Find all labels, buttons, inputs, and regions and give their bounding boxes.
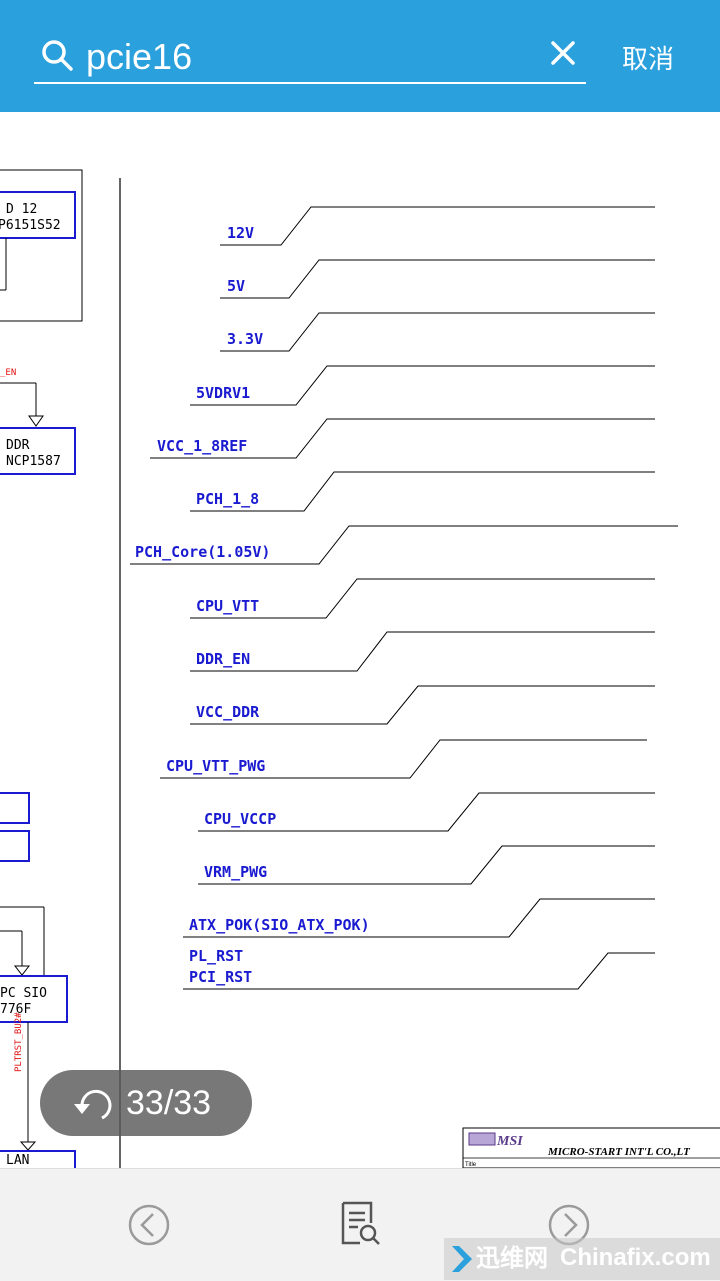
small-box-2 (0, 830, 30, 862)
close-icon[interactable] (548, 38, 578, 68)
pltrst-red-label: PLTRST_BU2# (14, 1012, 24, 1072)
watermark-arrow-icon (452, 1246, 472, 1272)
en-red-label: _EN (0, 368, 16, 378)
signal-label: 5VDRV1 (196, 384, 250, 402)
signal-leader-line (190, 578, 655, 619)
box2-line2: NCP1587 (6, 454, 61, 469)
search-toolbar: pcie16 取消 (0, 0, 720, 112)
signal-leader-line (198, 845, 655, 885)
vid-regulator-box (0, 191, 76, 239)
watermark: 迅维网 Chinafix.com (444, 1238, 720, 1280)
signal-leader-line (183, 898, 655, 938)
regulator-block-outline (0, 169, 83, 322)
signal-leader-line (160, 739, 647, 779)
box3-line2: 776F (0, 1002, 31, 1017)
signal-leader-line (150, 418, 655, 459)
search-input[interactable]: pcie16 (86, 36, 193, 77)
box2-line1: DDR (6, 438, 30, 453)
signal-leader-line (220, 206, 655, 246)
signal-label: CPU_VTT_PWG (166, 757, 265, 775)
signal-label: PCH_1_8 (196, 490, 259, 508)
document-page[interactable]: D 12 P6151S52 _EN DDR NCP1587 PC SIO 776… (0, 114, 720, 1168)
title-block (462, 1127, 720, 1168)
signal-label: PL_RST (189, 947, 243, 965)
signal-leader-line (190, 471, 655, 512)
chevron-left-icon[interactable] (127, 1203, 171, 1247)
signal-leader-line (190, 365, 655, 406)
signal-label: VCC_1_8REF (157, 437, 247, 455)
title-label: Title (465, 1162, 477, 1168)
company-name: MICRO-START INT'L CO.,LT (547, 1146, 691, 1158)
signal-label: CPU_VTT (196, 597, 259, 615)
signal-label: 3.3V (227, 330, 263, 348)
signal-label: VCC_DDR (196, 703, 260, 721)
signal-leader-line (190, 631, 655, 672)
search-field[interactable]: pcie16 (34, 30, 586, 84)
signal-label: PCH_Core(1.05V) (135, 543, 270, 561)
watermark-cn: 迅维网 (476, 1244, 548, 1272)
signal-label: 5V (227, 277, 245, 295)
signal-leader-line (220, 259, 655, 299)
undo-icon[interactable] (72, 1084, 116, 1124)
signal-leader-line (190, 685, 655, 725)
msi-logo: MSI (468, 1132, 523, 1149)
cancel-button[interactable]: 取消 (622, 45, 675, 75)
sio-box (0, 975, 68, 1023)
signal-leader-line (220, 312, 655, 352)
schematic-diagram: D 12 P6151S52 _EN DDR NCP1587 PC SIO 776… (0, 169, 720, 1168)
page-indicator[interactable]: 33/33 (40, 1070, 252, 1136)
ddr-regulator-box (0, 427, 76, 475)
signal-label: VRM_PWG (204, 863, 267, 881)
watermark-en: Chinafix.com (560, 1244, 711, 1271)
signal-label: ATX_POK(SIO_ATX_POK) (189, 916, 370, 934)
signal-leader-line (198, 792, 655, 832)
box4-line1: LAN (6, 1153, 29, 1168)
page-number: 33/33 (126, 1084, 212, 1122)
lan-box (0, 1150, 76, 1168)
signal-label: PCI_RST (189, 968, 252, 986)
signal-label: DDR_EN (196, 650, 250, 668)
small-box-1 (0, 792, 30, 824)
signal-leader-line (130, 525, 678, 565)
search-icon (42, 40, 73, 71)
signal-label: CPU_VCCP (204, 810, 276, 828)
svg-text:MSI: MSI (496, 1134, 523, 1149)
box1-line1: D 12 (6, 202, 37, 217)
signal-leader-line (183, 952, 655, 990)
document-search-icon[interactable] (338, 1201, 382, 1247)
box3-line1: PC SIO (0, 986, 47, 1001)
signal-label: 12V (227, 224, 254, 242)
box1-line2: P6151S52 (0, 218, 61, 233)
